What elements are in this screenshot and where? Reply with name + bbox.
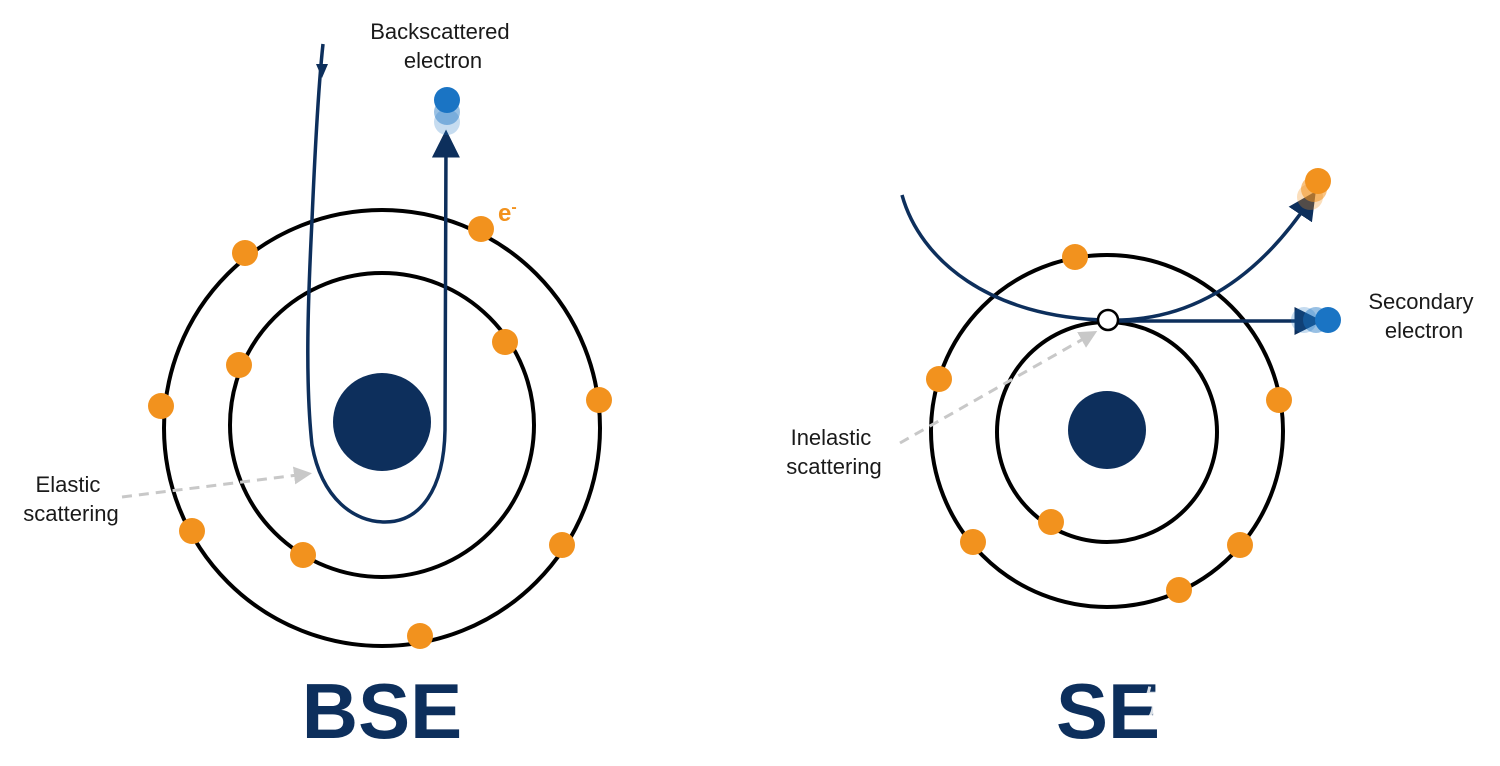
watermark: 知乎 @旋风小罗 [1142, 684, 1435, 730]
electron-dot [492, 329, 518, 355]
bse-outer-orbit [162, 208, 602, 648]
elastic-label: Elastic scattering [23, 472, 118, 526]
se-outer-orbit [929, 253, 1285, 609]
electron-dot [1038, 509, 1064, 535]
electron-dot [549, 532, 575, 558]
se-title: SE [1056, 667, 1160, 755]
se-incident-path [900, 191, 1316, 322]
bse-incoming-arrow [316, 64, 328, 78]
bse-nucleus [333, 373, 431, 471]
inelastic-pointer [899, 331, 1098, 445]
se-scattered-primary-electron [1297, 168, 1331, 210]
secondary-label: Secondary electron [1368, 289, 1479, 343]
bse-title: BSE [302, 667, 462, 755]
electron-dot [290, 542, 316, 568]
electron-dot [232, 240, 258, 266]
electron-dot [226, 352, 252, 378]
secondary-electron [1291, 307, 1341, 333]
electron-dot [1062, 244, 1088, 270]
electron-dot [1166, 577, 1192, 603]
bse-electron-path [306, 43, 460, 524]
electron-dot [148, 393, 174, 419]
electron-dot [1227, 532, 1253, 558]
electron-dot [586, 387, 612, 413]
backscattered-label: Backscattered electron [370, 19, 516, 73]
bse-atom: e- Backscattered electron Elastic scatte… [23, 19, 612, 755]
electron-dot [468, 216, 494, 242]
electron-dot [179, 518, 205, 544]
vacancy-hole [1096, 308, 1120, 332]
electron-dot [1266, 387, 1292, 413]
se-orbit-electrons [926, 244, 1292, 603]
inelastic-label: Inelastic scattering [786, 425, 881, 479]
elastic-pointer [121, 466, 312, 499]
backscattered-electron [434, 87, 460, 135]
electron-symbol: e- [498, 199, 517, 227]
electron-dot [926, 366, 952, 392]
se-atom: Secondary electron Inelastic scattering … [786, 168, 1479, 755]
bse-orbit-electrons [148, 216, 612, 649]
bse-inner-orbit [228, 271, 536, 579]
electron-dot [407, 623, 433, 649]
se-nucleus [1068, 391, 1146, 469]
electron-dot [960, 529, 986, 555]
